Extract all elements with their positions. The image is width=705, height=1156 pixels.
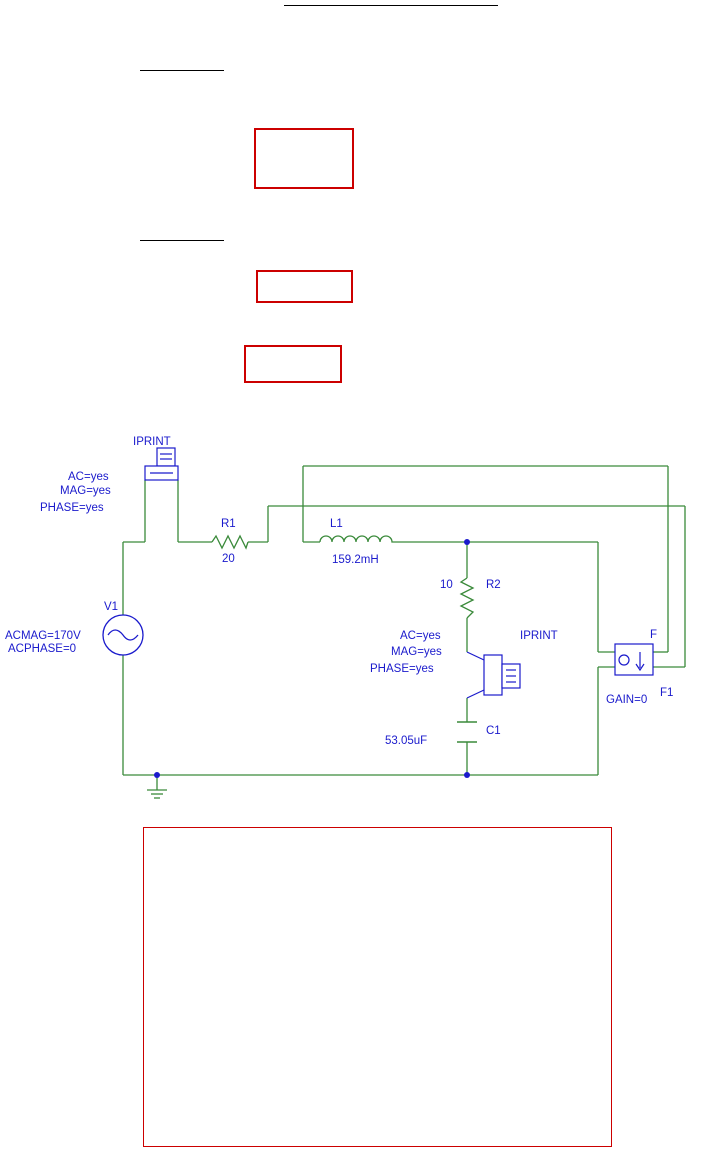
f1-pin-label: F: [650, 629, 657, 641]
iprint-meter-1-icon: [144, 447, 179, 481]
inductor-l1-icon: [319, 535, 398, 543]
r2-value-label: 10: [440, 579, 453, 591]
meter1-param-0: AC=yes: [68, 471, 109, 483]
capacitor-c1-icon: [457, 721, 477, 743]
source-param-0: ACMAG=170V: [5, 630, 81, 642]
meter2-param-1: MAG=yes: [391, 646, 442, 658]
answer-box-large[interactable]: [143, 827, 612, 1147]
source-param-1: ACPHASE=0: [8, 643, 76, 655]
meter2-param-0: AC=yes: [400, 630, 441, 642]
l1-name-label: L1: [330, 518, 343, 530]
meter1-name-label: IPRINT: [133, 436, 171, 448]
answer-box-1[interactable]: [254, 128, 354, 189]
r2-name-label: R2: [486, 579, 501, 591]
node-dot: [464, 772, 470, 778]
meter2-name-label: IPRINT: [520, 630, 558, 642]
circuit-schematic: IPRINT AC=yes MAG=yes PHASE=yes R1 20 L1…: [5, 436, 686, 799]
ground-icon: [147, 789, 167, 799]
c1-value-label: 53.05uF: [385, 735, 427, 747]
section-1-underline: [140, 70, 224, 71]
title-underline: [284, 5, 498, 6]
r1-name-label: R1: [221, 518, 236, 530]
r1-value-label: 20: [222, 553, 235, 565]
resistor-r2-icon: [459, 577, 475, 619]
answer-box-3[interactable]: [244, 345, 342, 383]
l1-value-label: 159.2mH: [332, 554, 379, 566]
iprint-meter-2-icon: [466, 651, 521, 699]
section-2-underline: [140, 240, 224, 241]
answer-box-2[interactable]: [256, 270, 353, 303]
ac-source-icon: [102, 614, 144, 656]
node-dot: [464, 539, 470, 545]
meter2-param-2: PHASE=yes: [370, 663, 434, 675]
meter1-param-1: MAG=yes: [60, 485, 111, 497]
resistor-r1-icon: [211, 534, 249, 550]
controlled-source-f1-icon: [614, 643, 654, 676]
source-name-label: V1: [104, 601, 118, 613]
wires: [122, 465, 686, 790]
meter1-param-2: PHASE=yes: [40, 502, 104, 514]
f1-name-label: F1: [660, 687, 673, 699]
c1-name-label: C1: [486, 725, 501, 737]
f1-gain-label: GAIN=0: [606, 694, 647, 706]
node-dot: [154, 772, 160, 778]
